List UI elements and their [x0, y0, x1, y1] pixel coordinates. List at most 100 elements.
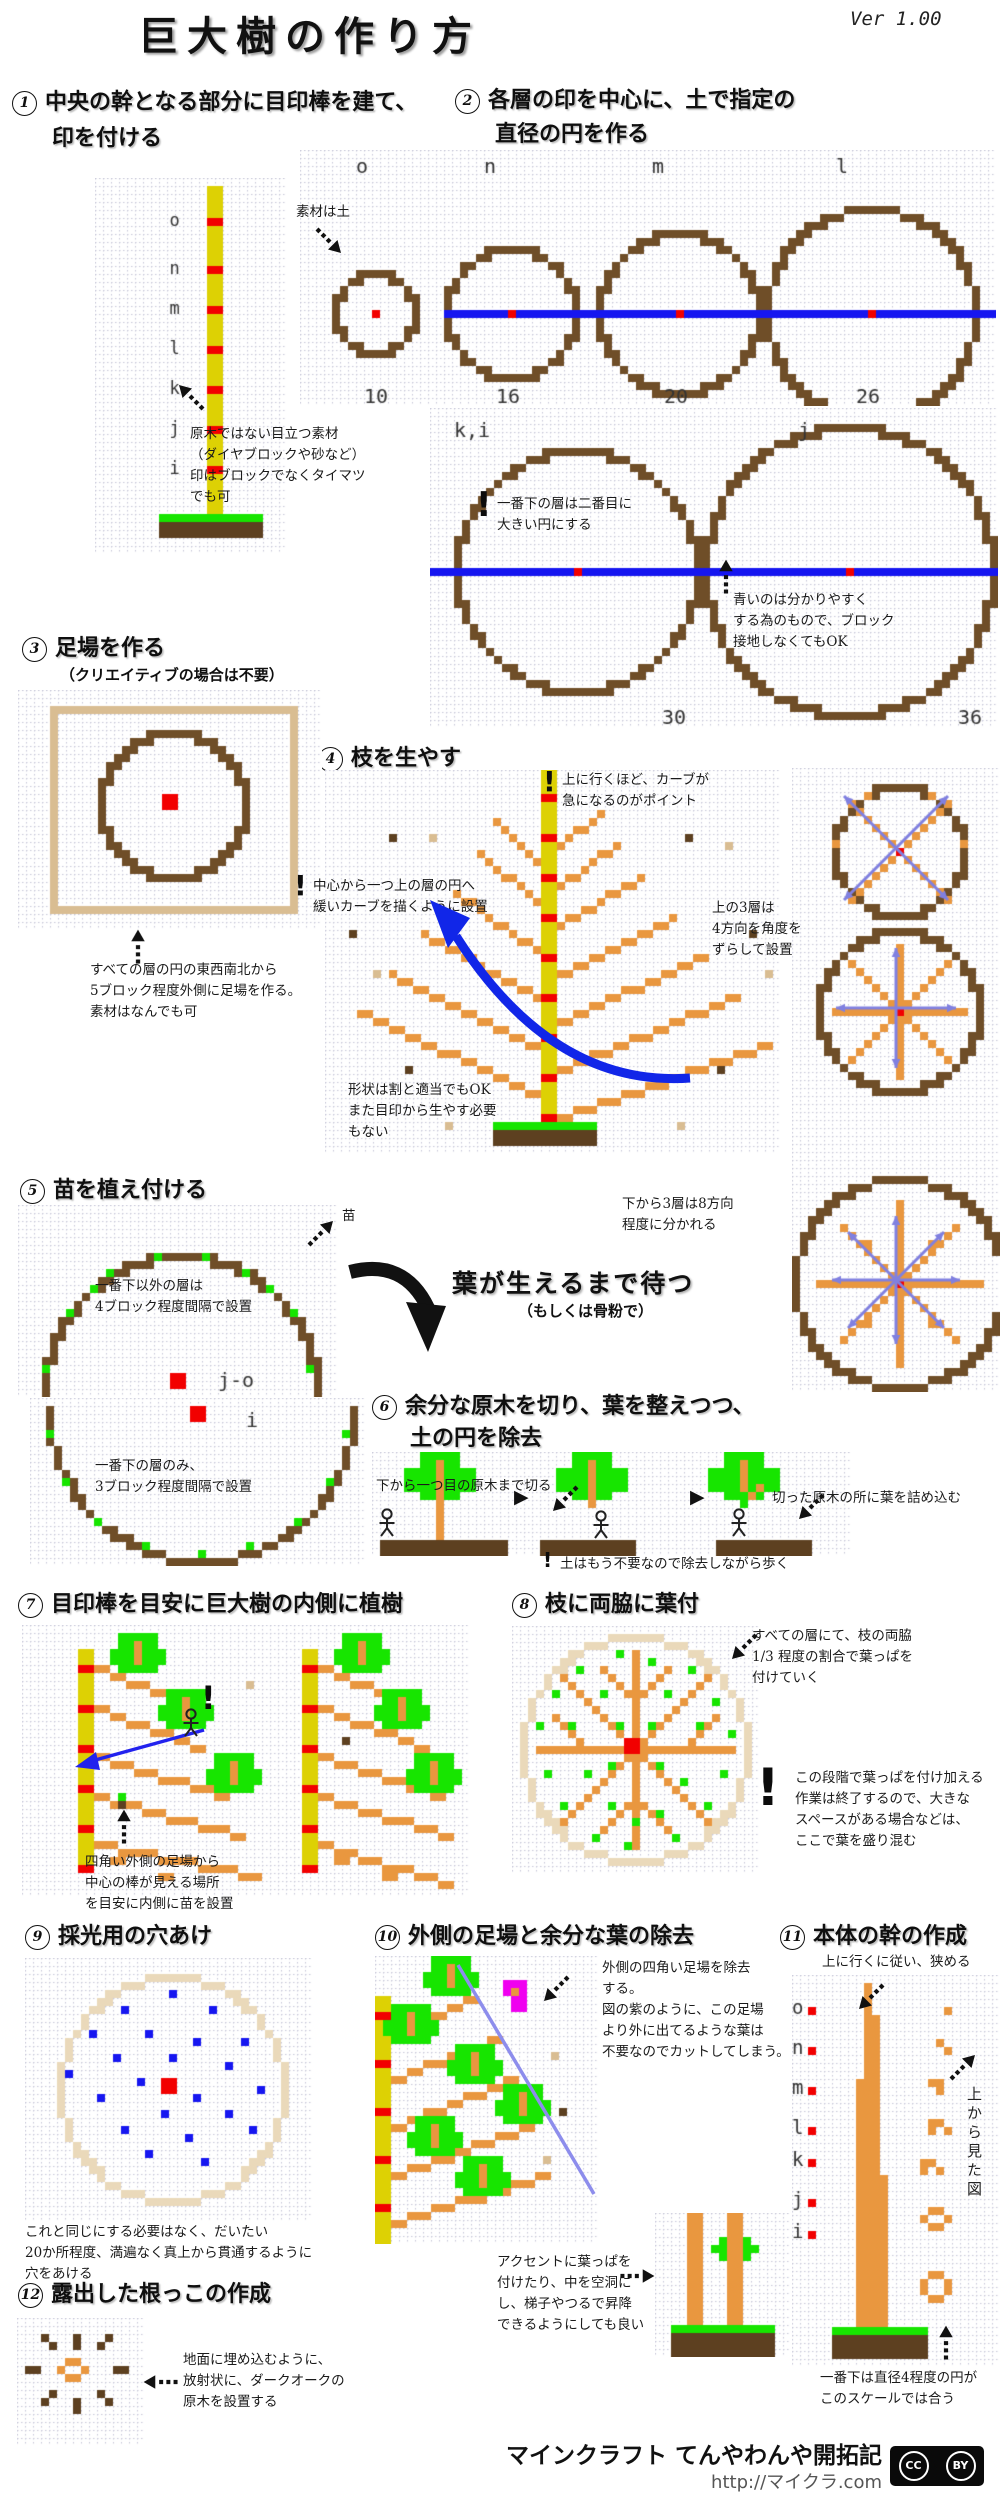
pointer-arrow-icon: [307, 1221, 333, 1247]
pointer-arrow-icon: [939, 2325, 953, 2360]
step2-large-circles-diagram: [430, 408, 998, 728]
site-url[interactable]: http://マイクラ.com: [711, 2472, 882, 2493]
step7-number: 7: [18, 1593, 43, 1618]
step9-title: 採光用の穴あけ: [58, 1923, 213, 1949]
purple-cut-line: [456, 1964, 596, 2195]
step6-heading: 6 余分な原木を切り、葉を整えつつ、: [372, 1388, 755, 1420]
person-icon: [379, 1508, 395, 1537]
bonemeal-text: （もしくは骨粉で）: [518, 1302, 654, 1320]
step12-heading: 12 露出した根っこの作成: [18, 2276, 271, 2308]
step9-heading: 9 採光用の穴あけ: [25, 1918, 212, 1950]
pointer-arrow-icon: [949, 2055, 975, 2081]
step12-title: 露出した根っこの作成: [51, 2281, 272, 2307]
step3-heading: 3 足場を作る: [22, 630, 165, 662]
step12-number: 12: [18, 2283, 43, 2308]
exclamation-icon: !: [476, 485, 492, 525]
step6-dirt-note: 土はもう不要なので除去しながら歩く: [560, 1556, 790, 1572]
step3-number: 3: [22, 637, 47, 662]
step9-number: 9: [25, 1925, 50, 1950]
person-icon: [731, 1508, 747, 1537]
pointer-arrow-icon: [117, 1809, 131, 1844]
step5-upper-arc-diagram: [18, 1205, 338, 1397]
step5-lower-arc-diagram: [30, 1398, 366, 1566]
step3-title: 足場を作る: [55, 635, 166, 661]
step2-title: 各層の印を中心に、土で指定の: [488, 87, 796, 113]
step7-note: 四角い外側の足場から中心の棒が見える場所を目安に内側に苗を設置: [85, 1854, 234, 1912]
step5-sapling-label: 苗: [342, 1208, 356, 1224]
step10-prune-diagram: [375, 1956, 599, 2244]
pointer-arrow-icon: [179, 385, 205, 411]
pointer-arrow-icon: [799, 1493, 825, 1519]
step2-blue-line-note: 青いのは分かりやすくする為のもので、ブロック接地しなくてもOK: [733, 592, 895, 650]
step5-heading: 5 苗を植え付ける: [20, 1172, 207, 1204]
page-title: 巨大樹の作り方: [138, 13, 481, 60]
step1-number: 1: [12, 91, 37, 116]
exclamation-icon: !: [543, 1548, 553, 1572]
step4-topview-diagram: [792, 768, 1000, 1392]
step2-number: 2: [455, 89, 480, 114]
pointer-arrow-icon: [143, 2375, 178, 2389]
pointer-arrow-icon: [553, 1485, 579, 1511]
step2-heading: 2 各層の印を中心に、土で指定の: [455, 82, 795, 114]
step3-heading-line2: （クリエイティブの場合は不要）: [60, 666, 284, 684]
step2-bottom-layer-note: 一番下の層は二番目に大きい円にする: [497, 496, 632, 533]
step8-title: 枝に両脇に葉付: [545, 1591, 700, 1617]
next-triangle-icon: ▶: [514, 1486, 529, 1508]
step11-trunk-diagram: [792, 1975, 1000, 2367]
step8-number: 8: [512, 1593, 537, 1618]
exclamation-icon: !: [756, 1758, 780, 1818]
step11-heading: 11 本体の幹の作成: [780, 1918, 967, 1950]
step1-pole-diagram: [95, 178, 287, 554]
step8-leaves-diagram: [512, 1626, 760, 1874]
step6-stuff-note: 切った原木の所に葉を詰め込む: [772, 1490, 961, 1506]
step12-note: 地面に埋め込むように、放射状に、ダークオークの原木を設置する: [183, 2352, 345, 2410]
exclamation-icon: !: [543, 765, 556, 798]
step4-curve-note: 上に行くほど、カーブが急になるのがポイント: [562, 772, 710, 809]
step7-heading: 7 目印棒を目安に巨大樹の内側に植樹: [18, 1586, 403, 1618]
pointer-arrow-icon: [719, 559, 733, 594]
wait-for-leaves-text: 葉が生えるまで待つ: [452, 1269, 695, 1298]
next-triangle-icon: ▶: [690, 1486, 705, 1508]
exclamation-icon: !: [294, 869, 307, 902]
step11-number: 11: [780, 1925, 805, 1950]
step11-narrow-note: 上に行くに従い、狭める: [822, 1954, 971, 1970]
step1-heading-line2: 印を付ける: [52, 125, 163, 151]
step8-final-note: この段階で葉っぱを付け加える作業は終了するので、大きなスペースがある場合などは、…: [795, 1770, 984, 1849]
step6-heading-line2: 土の円を除去: [410, 1425, 543, 1451]
step9-holes-diagram: [25, 1958, 313, 2222]
step6-cut-note: 下から一つ目の原木まで切る: [376, 1478, 552, 1494]
exclamation-icon: !: [201, 1679, 216, 1717]
step10-trunk-accent-diagram: [655, 2213, 791, 2357]
step5-lower-note: 一番下の層のみ、3ブロック程度間隔で設置: [95, 1458, 253, 1495]
step6-title: 余分な原木を切り、葉を整えつつ、: [405, 1393, 755, 1419]
step5-title: 苗を植え付ける: [53, 1177, 208, 1203]
cc-by-badge: CC BY: [890, 2446, 984, 2486]
pointer-arrow-icon: [131, 929, 145, 964]
site-name: マインクラフト てんやわんや開拓記: [505, 2443, 882, 2469]
step11-title: 本体の幹の作成: [813, 1923, 968, 1949]
step10-title: 外側の足場と余分な葉の除去: [408, 1923, 695, 1949]
step11-topview-label: 上から見た図: [965, 2086, 983, 2200]
step6-number: 6: [372, 1395, 397, 1420]
pointer-arrow-icon: [620, 2269, 655, 2283]
step10-accent-note: アクセントに葉っぱを付けたり、中を空洞にし、梯子やつるで昇降できるようにしても良…: [497, 2254, 645, 2333]
cc-icon: CC: [898, 2451, 929, 2481]
person-icon: [183, 1708, 199, 1737]
step5-number: 5: [20, 1179, 45, 1204]
step2-heading-line2: 直径の円を作る: [495, 121, 650, 147]
step10-remove-note: 外側の四角い足場を除去する。図の紫のように、この足場より外に出てるような葉は不要…: [602, 1960, 790, 2060]
step2-circles-diagram: [300, 150, 996, 406]
step4-lower-layers-note: 下から3層は8方向程度に分かれる: [622, 1196, 734, 1233]
step7-title: 目印棒を目安に巨大樹の内側に植樹: [51, 1591, 404, 1617]
pointer-arrow-icon: [315, 227, 341, 253]
step1-title: 中央の幹となる部分に目印棒を建て、: [45, 89, 418, 115]
by-icon: BY: [945, 2451, 976, 2481]
